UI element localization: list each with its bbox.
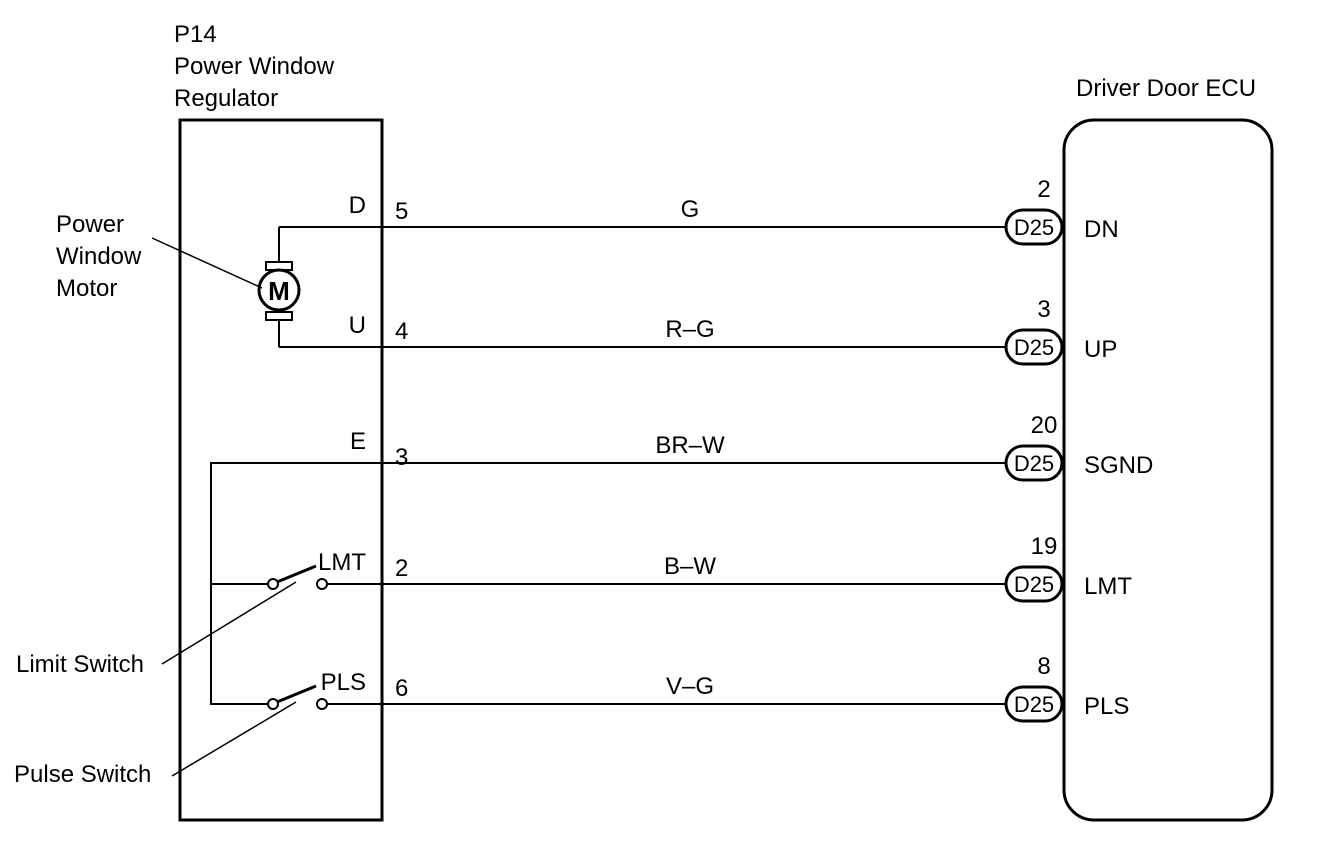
- pulse-switch-leader: [171, 701, 297, 777]
- ecu-pin-number: 19: [1031, 533, 1058, 560]
- motor-icon: M: [257, 261, 301, 321]
- wire-color-label: B–W: [664, 553, 716, 580]
- connector-badge: [1004, 208, 1064, 246]
- pulse-switch-label: Pulse Switch: [14, 761, 151, 788]
- ecu-pin-number: 2: [1037, 176, 1050, 203]
- motor-label-line2: Window: [56, 243, 142, 270]
- connector-badge: [1004, 565, 1064, 603]
- motor-leader: [151, 237, 263, 289]
- ecu-terminal-label: DN: [1084, 216, 1119, 243]
- regulator-pin-number: 5: [395, 198, 408, 225]
- connector-code: D25: [1014, 572, 1054, 597]
- regulator-pin-number: 3: [395, 444, 408, 471]
- regulator-terminal-label: LMT: [318, 549, 366, 576]
- ecu-pin-number: 20: [1031, 412, 1058, 439]
- motor-label-line3: Motor: [56, 275, 117, 302]
- ecu-terminal-label: UP: [1084, 336, 1117, 363]
- connector-badge: [1004, 444, 1064, 482]
- regulator-terminal-label: U: [349, 312, 366, 339]
- regulator-pin-number: 6: [395, 675, 408, 702]
- wire-color-label: G: [681, 196, 700, 223]
- pulse-switch-icon: [267, 684, 328, 710]
- ecu-box: [1062, 118, 1274, 822]
- ecu-title: Driver Door ECU: [1076, 75, 1256, 102]
- wire-color-label: V–G: [666, 673, 714, 700]
- motor-label-line1: Power: [56, 211, 124, 238]
- ecu-terminal-label: LMT: [1084, 573, 1132, 600]
- connector-code: D25: [1014, 335, 1054, 360]
- ecu-terminal-label: SGND: [1084, 452, 1153, 479]
- connector-code: D25: [1014, 692, 1054, 717]
- regulator-title-line1: Power Window: [174, 53, 335, 80]
- regulator-terminal-label: D: [349, 192, 366, 219]
- regulator-pin-number: 2: [395, 555, 408, 582]
- connector-badge: [1004, 328, 1064, 366]
- ecu-pin-number: 8: [1037, 653, 1050, 680]
- connector-badge: [1004, 685, 1064, 723]
- motor-symbol: M: [268, 276, 290, 306]
- regulator-terminal-label: PLS: [321, 669, 366, 696]
- limit-switch-leader: [161, 581, 297, 665]
- ecu-terminal-label: PLS: [1084, 693, 1129, 720]
- regulator-terminal-label: E: [350, 428, 366, 455]
- wire-color-label: R–G: [665, 316, 714, 343]
- ground-bus: [210, 462, 378, 705]
- connector-code: D25: [1014, 215, 1054, 240]
- regulator-title-line2: Regulator: [174, 85, 278, 112]
- connector-code: D25: [1014, 451, 1054, 476]
- regulator-pin-number: 4: [395, 318, 408, 345]
- regulator-code: P14: [174, 21, 217, 48]
- wire-color-label: BR–W: [655, 432, 725, 459]
- limit-switch-label: Limit Switch: [16, 651, 144, 678]
- regulator-box: [178, 118, 384, 822]
- ecu-pin-number: 3: [1037, 296, 1050, 323]
